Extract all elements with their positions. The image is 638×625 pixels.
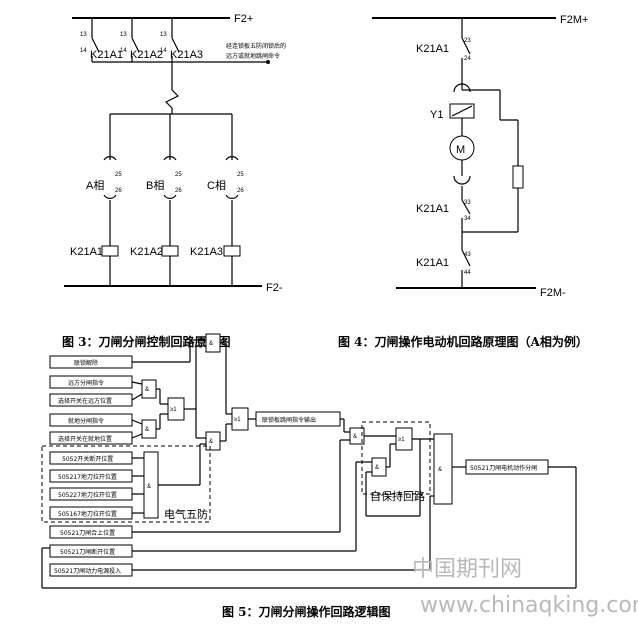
input-switch-remote: 选择开关在远方位置 bbox=[58, 397, 112, 405]
caption-fig5: 图 5：刀闸分闸操作回路逻辑图 bbox=[222, 604, 391, 619]
svg-text:43: 43 bbox=[464, 252, 471, 258]
phase-branch-b bbox=[163, 114, 177, 246]
svg-text:A相: A相 bbox=[86, 179, 104, 192]
and-gate-final bbox=[433, 433, 453, 505]
svg-text:&: & bbox=[209, 439, 213, 445]
svg-text:K21A3: K21A3 bbox=[190, 246, 223, 258]
svg-text:25: 25 bbox=[237, 172, 244, 178]
svg-text:44: 44 bbox=[464, 270, 471, 276]
svg-text:电气五防: 电气五防 bbox=[164, 507, 208, 521]
svg-text:23: 23 bbox=[464, 38, 471, 44]
svg-text:14: 14 bbox=[120, 48, 127, 54]
figure-4: F2M+ K21A1 23 24 Y1 M K21A1 33 34 K21A1 bbox=[338, 14, 588, 349]
relay-k21a1-label-2: K21A1 bbox=[416, 203, 449, 215]
input-local-open: 就地分闸指令 bbox=[68, 417, 104, 425]
svg-text:13: 13 bbox=[80, 32, 87, 38]
relay-label-k21a2: K21A2 bbox=[130, 49, 163, 61]
svg-text:C相: C相 bbox=[207, 179, 226, 192]
phase-branch-c bbox=[225, 114, 239, 246]
group-wufang bbox=[41, 445, 211, 523]
svg-text:M: M bbox=[456, 144, 465, 156]
bus-f2-minus-label: F2- bbox=[266, 282, 283, 294]
contact-k21a3 bbox=[171, 18, 180, 62]
svg-text:&: & bbox=[145, 387, 149, 393]
svg-text:K21A2: K21A2 bbox=[130, 246, 163, 258]
svg-text:25: 25 bbox=[115, 172, 122, 178]
bus-f2m-plus-label: F2M+ bbox=[560, 14, 588, 26]
input-boxes bbox=[49, 355, 133, 577]
caption-fig4: 图 4：刀闸操作电动机回路原理图（A相为例） bbox=[338, 334, 588, 349]
svg-text:13: 13 bbox=[120, 32, 127, 38]
input-50521-power: 50521刀闸动力电源投入 bbox=[54, 567, 121, 575]
resistor bbox=[512, 165, 524, 189]
svg-text:≥1: ≥1 bbox=[398, 437, 405, 443]
caption-fig3: 图 3：刀闸分闸控制回路原理图 bbox=[62, 334, 231, 349]
relay-label-k21a3: K21A3 bbox=[170, 49, 203, 61]
svg-text:24: 24 bbox=[464, 56, 471, 62]
input-switch-local: 选择开关在就地位置 bbox=[58, 435, 112, 443]
svg-text:14: 14 bbox=[80, 48, 87, 54]
svg-text:K21A1: K21A1 bbox=[70, 246, 103, 258]
figure-3: F2+ 13 14 13 14 13 14 K21A1 K21A2 K21A3 … bbox=[62, 13, 286, 349]
svg-text:33: 33 bbox=[464, 200, 471, 206]
relay-label-k21a1: K21A1 bbox=[90, 49, 123, 61]
input-505167: 505167地刀拉开位置 bbox=[58, 510, 117, 518]
contact-k21a1 bbox=[91, 18, 100, 62]
input-5052-open: 5052开关断开位置 bbox=[62, 455, 113, 463]
input-remote-open: 远方分闸指令 bbox=[68, 379, 104, 387]
svg-text:26: 26 bbox=[115, 188, 122, 194]
watermark-cn: 中国期刊网 bbox=[412, 557, 522, 582]
svg-text:自保持回路: 自保持回路 bbox=[370, 489, 425, 503]
coil-k21a1 bbox=[101, 245, 119, 257]
input-505227: 505227地刀拉开位置 bbox=[58, 491, 117, 499]
phase-branch-a bbox=[103, 114, 117, 246]
svg-text:26: 26 bbox=[175, 188, 182, 194]
coil-k21a2 bbox=[161, 245, 179, 257]
bus-f2-plus-label: F2+ bbox=[234, 13, 253, 25]
relay-k21a1-label-1: K21A1 bbox=[416, 43, 449, 55]
relay-k21a1-label-3: K21A1 bbox=[416, 257, 449, 269]
figure-5: 联锁解除 远方分闸指令 选择开关在远方位置 就地分闸指令 选择开关在就地位置 5… bbox=[41, 333, 577, 619]
svg-text:&: & bbox=[353, 434, 357, 440]
svg-text:&: & bbox=[209, 341, 213, 347]
interlock-note-2: 远方或就地跳闸命令 bbox=[226, 52, 280, 60]
svg-text:B相: B相 bbox=[146, 179, 164, 192]
coil-k21a3 bbox=[223, 245, 241, 257]
svg-text:14: 14 bbox=[160, 48, 167, 54]
svg-text:联锁板跳闸指令输出: 联锁板跳闸指令输出 bbox=[262, 416, 316, 424]
contact-k21a2 bbox=[131, 18, 140, 62]
logic-wires bbox=[41, 339, 577, 589]
input-interlock-release: 联锁解除 bbox=[74, 359, 98, 367]
svg-text:≥1: ≥1 bbox=[170, 407, 177, 413]
svg-text:50521刀闸电机动作分闸: 50521刀闸电机动作分闸 bbox=[470, 464, 537, 472]
input-50521-open: 50521刀闸断开位置 bbox=[60, 548, 115, 556]
watermark-url: www.chinaqking.com bbox=[420, 593, 638, 618]
svg-text:&: & bbox=[375, 465, 379, 471]
svg-text:13: 13 bbox=[160, 32, 167, 38]
svg-text:&: & bbox=[147, 484, 151, 490]
break-symbol bbox=[164, 89, 180, 109]
svg-text:&: & bbox=[438, 467, 442, 473]
svg-text:26: 26 bbox=[237, 188, 244, 194]
bus-f2m-minus-label: F2M- bbox=[540, 287, 566, 299]
input-505217: 505217地刀拉开位置 bbox=[58, 473, 117, 481]
coil-y1-label: Y1 bbox=[430, 109, 443, 121]
input-50521-closed: 50521刀闸合上位置 bbox=[60, 529, 115, 537]
interlock-note-1: 经连锁板五防闭锁后的 bbox=[226, 42, 286, 50]
svg-text:&: & bbox=[145, 427, 149, 433]
svg-text:25: 25 bbox=[175, 172, 182, 178]
svg-text:34: 34 bbox=[464, 216, 471, 222]
svg-text:≥1: ≥1 bbox=[234, 417, 241, 423]
